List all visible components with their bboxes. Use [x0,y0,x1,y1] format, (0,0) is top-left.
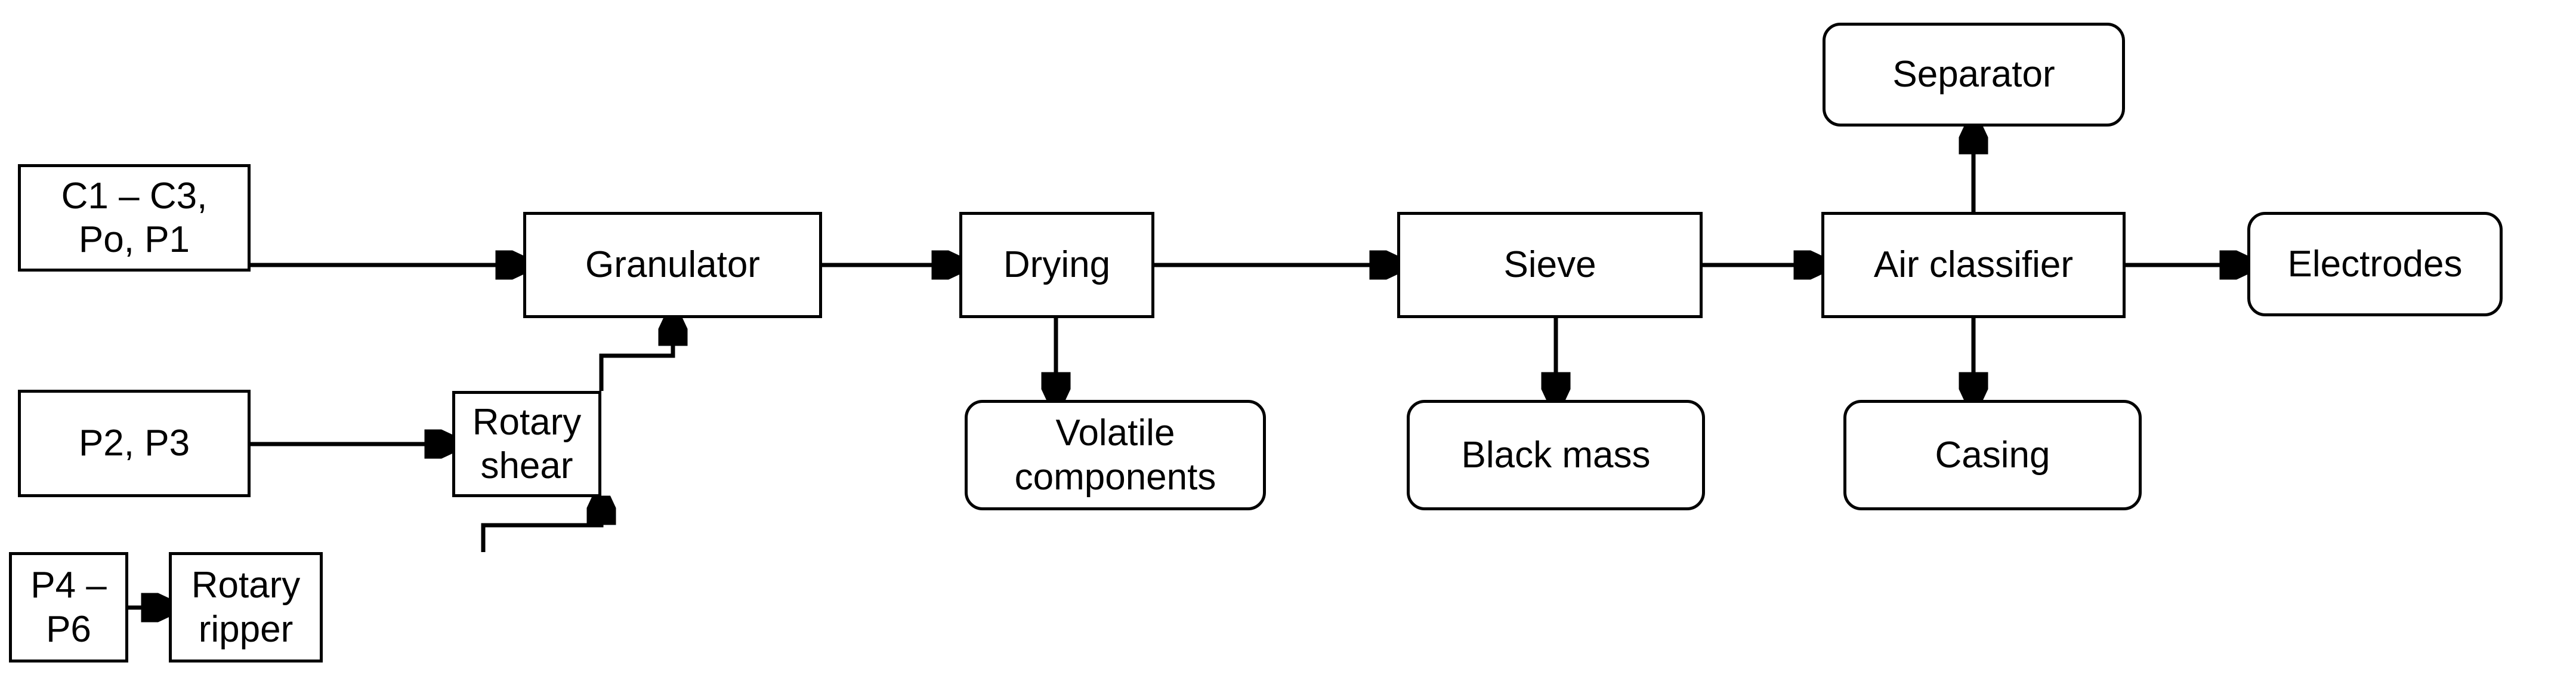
node-rotary-ripper[interactable]: Rotary ripper [169,552,323,662]
node-rotary-shear[interactable]: Rotary shear [452,391,601,497]
node-feed-p2-p3[interactable]: P2, P3 [18,390,251,497]
edge-rotary-shear-granulator [599,321,673,391]
node-separator[interactable]: Separator [1823,23,2125,127]
node-drying[interactable]: Drying [959,212,1154,318]
node-air-classifier[interactable]: Air classifier [1821,212,2126,318]
node-sieve[interactable]: Sieve [1397,212,1703,318]
node-feed-c1-c3-po-p1[interactable]: C1 – C3, Po, P1 [18,164,251,272]
node-granulator[interactable]: Granulator [523,212,822,318]
node-volatile-components[interactable]: Volatile components [965,400,1266,510]
node-electrodes[interactable]: Electrodes [2247,212,2503,316]
node-casing[interactable]: Casing [1843,400,2142,510]
edge-rotary-ripper-rotary-shear [481,500,601,552]
node-feed-p4-p6[interactable]: P4 – P6 [9,552,128,662]
node-black-mass[interactable]: Black mass [1407,400,1705,510]
